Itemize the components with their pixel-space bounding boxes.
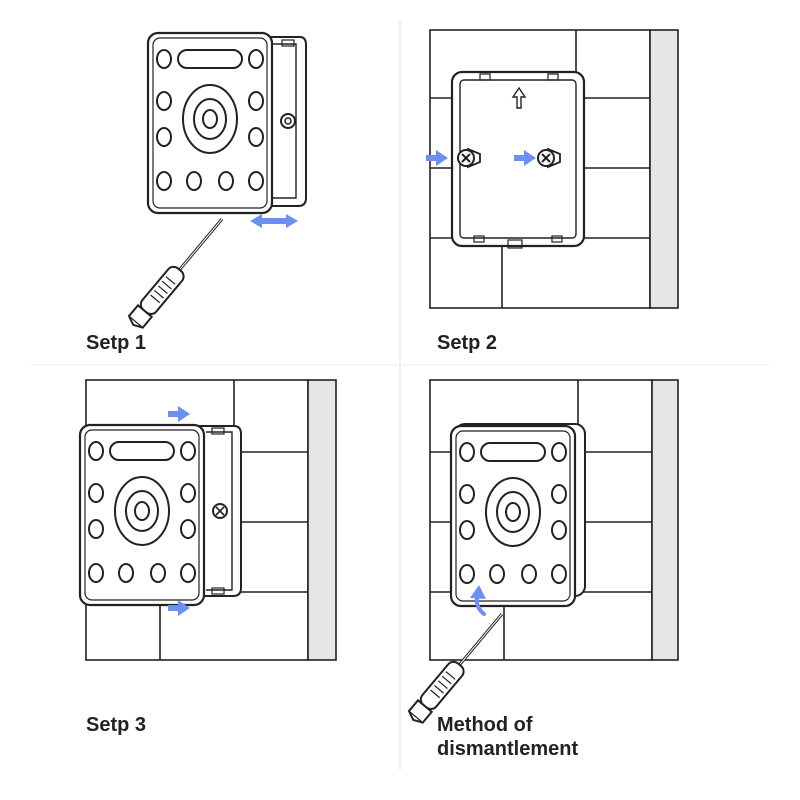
keypad-device xyxy=(146,31,274,215)
step1-illustration xyxy=(124,31,307,333)
step2-caption: Setp 2 xyxy=(437,332,498,354)
double-arrow-icon xyxy=(250,214,298,228)
screw-icon xyxy=(537,148,561,168)
dismantlement-illustration xyxy=(404,379,679,728)
screw-icon xyxy=(457,148,481,168)
keypad-device xyxy=(449,424,577,608)
screwdriver-icon xyxy=(124,217,224,333)
dismantlement-caption: Method of dismantlement xyxy=(437,713,578,761)
step3-illustration xyxy=(78,379,337,661)
screw-icon xyxy=(280,113,296,129)
screw-icon xyxy=(212,503,228,519)
dismantlement-caption-line1: Method of xyxy=(437,714,533,736)
step1-caption: Setp 1 xyxy=(86,332,147,354)
step2-illustration xyxy=(426,29,679,309)
up-arrow-icon xyxy=(511,86,527,109)
keypad-device xyxy=(78,423,206,607)
step3-caption: Setp 3 xyxy=(86,714,147,736)
curved-arrow-icon xyxy=(470,585,486,616)
dismantlement-caption-line2: dismantlement xyxy=(437,738,579,760)
